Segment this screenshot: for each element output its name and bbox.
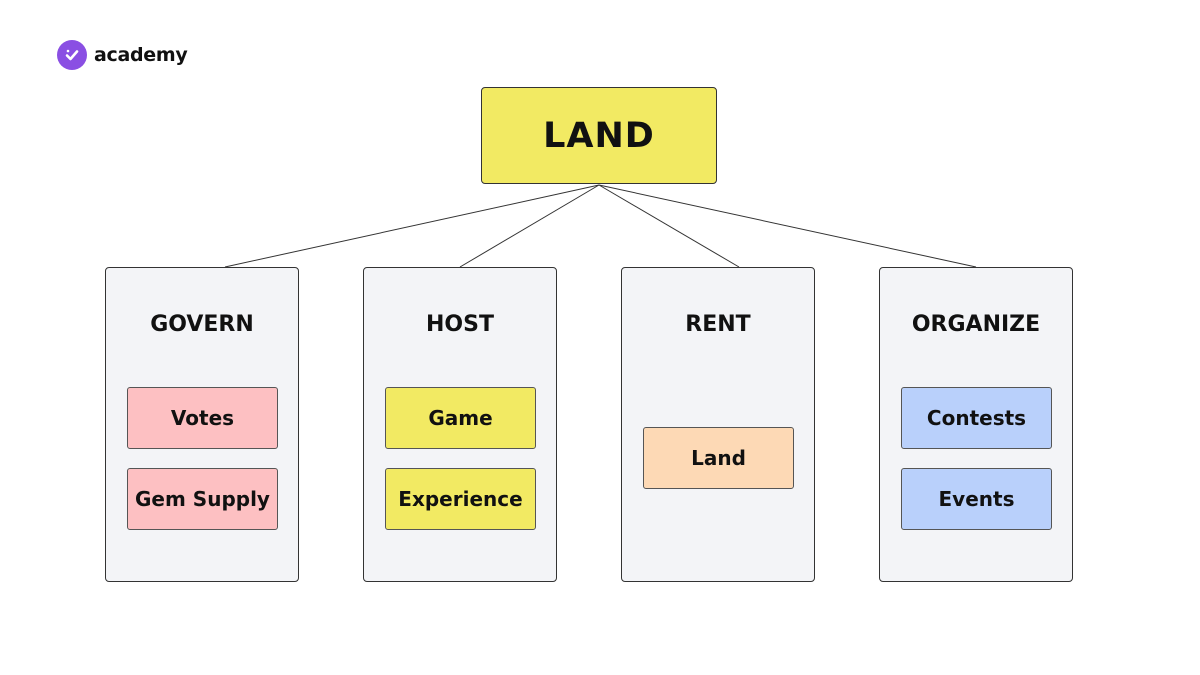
column-organize: ORGANIZE Contests Events — [879, 267, 1073, 582]
item-events: Events — [901, 468, 1052, 530]
root-node-land: LAND — [481, 87, 717, 184]
column-title-govern: GOVERN — [150, 312, 254, 337]
item-experience: Experience — [385, 468, 536, 530]
brand-logo: academy — [57, 40, 188, 70]
item-game: Game — [385, 387, 536, 449]
column-govern: GOVERN Votes Gem Supply — [105, 267, 299, 582]
item-contests: Contests — [901, 387, 1052, 449]
column-rent: RENT Land — [621, 267, 815, 582]
brand-name: academy — [94, 44, 188, 66]
item-gem-supply: Gem Supply — [127, 468, 278, 530]
connector-govern — [224, 184, 600, 268]
column-title-host: HOST — [426, 312, 494, 337]
item-votes: Votes — [127, 387, 278, 449]
check-badge-icon — [57, 40, 87, 70]
column-host: HOST Game Experience — [363, 267, 557, 582]
connector-rent — [598, 184, 740, 268]
connector-organize — [598, 184, 977, 268]
column-title-rent: RENT — [685, 312, 751, 337]
column-title-organize: ORGANIZE — [911, 312, 1041, 337]
connector-host — [459, 184, 600, 268]
item-land: Land — [643, 427, 794, 489]
